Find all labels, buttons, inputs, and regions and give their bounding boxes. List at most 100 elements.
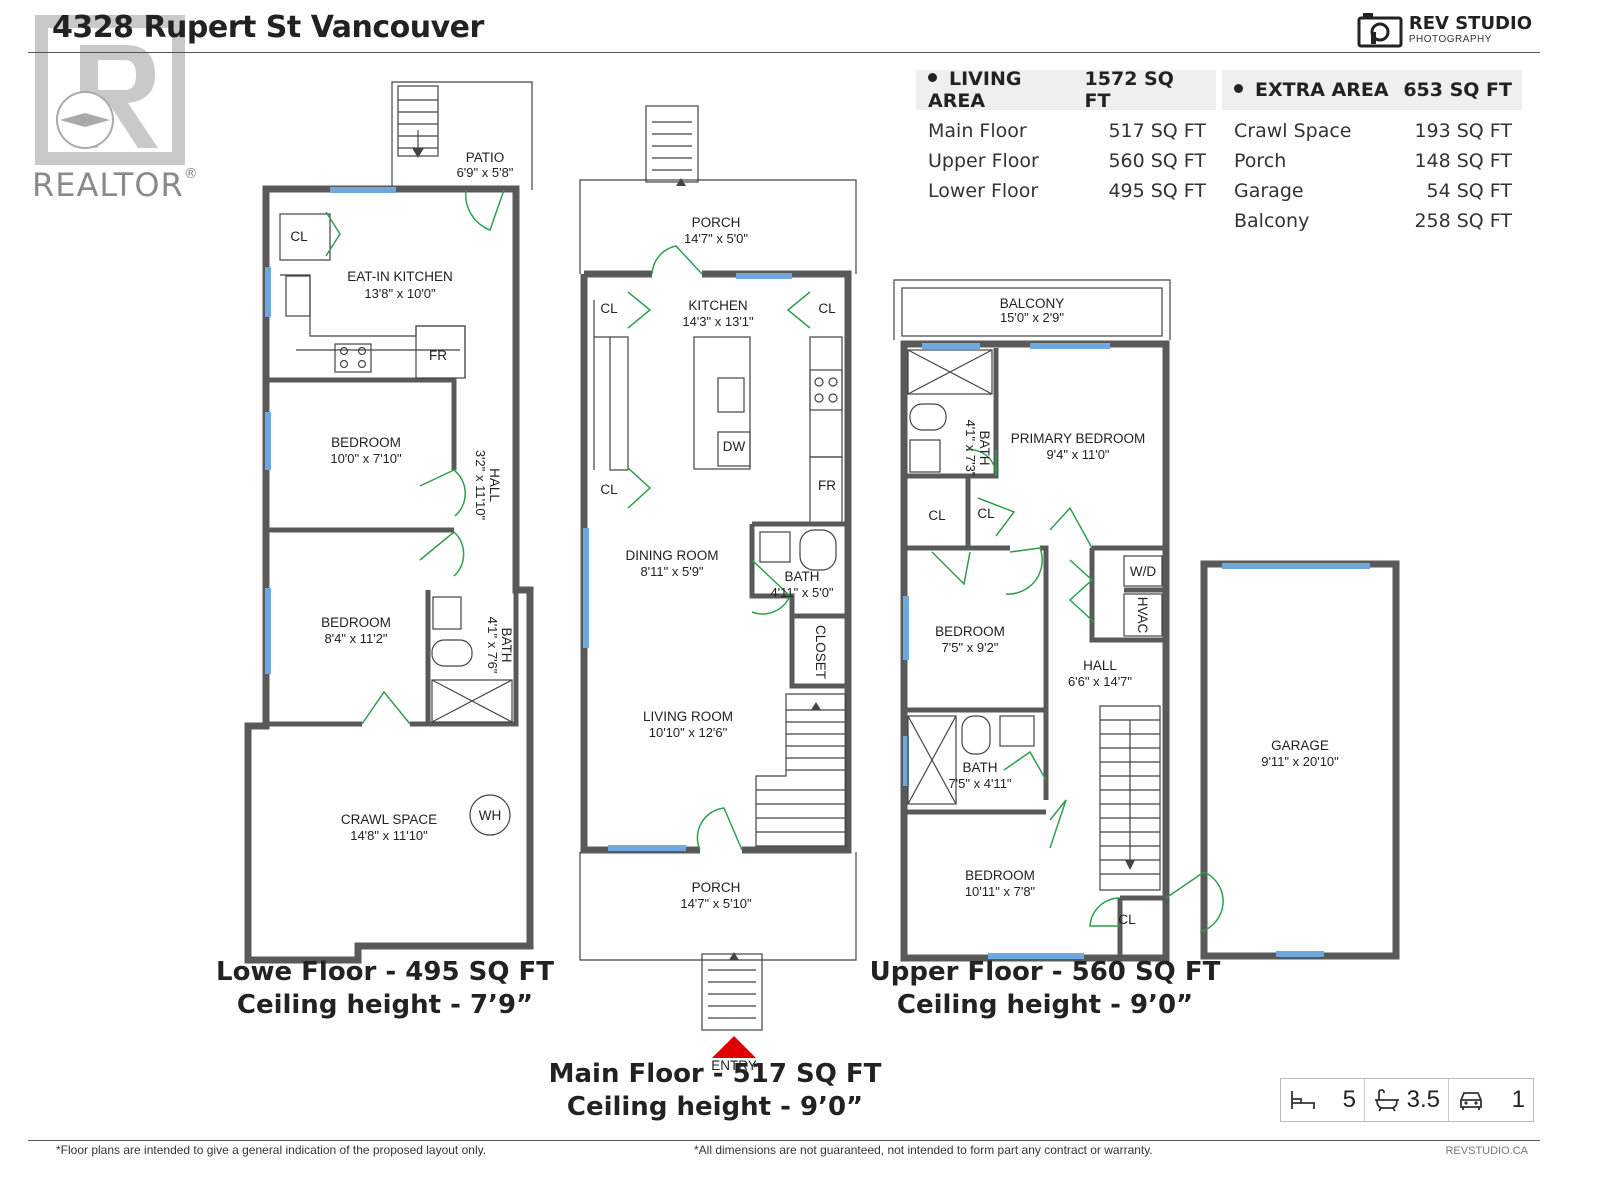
room-dims: 14'7" x 5'0" xyxy=(684,231,748,246)
room-dims: 9'4" x 11'0" xyxy=(1046,447,1109,462)
closet-label: CL xyxy=(600,301,618,316)
room-label: BEDROOM xyxy=(331,435,401,450)
realtor-logo xyxy=(30,10,205,210)
room-dims: 8'11" x 5'9" xyxy=(640,564,703,579)
bathroom-count: 3.5 xyxy=(1365,1079,1449,1121)
closet-label: CL xyxy=(818,301,836,316)
living-area-header: LIVING AREA 1572 SQ FT xyxy=(916,68,1216,112)
disclaimer-layout: *Floor plans are intended to give a gene… xyxy=(56,1143,487,1157)
footer-url: REVSTUDIO.CA xyxy=(1445,1145,1528,1157)
room-dims: 7'5" x 9'2" xyxy=(942,640,999,655)
room-dims: 6'9" x 5'8" xyxy=(457,165,514,180)
room-dims: 4'1" x 7'6" xyxy=(485,617,500,674)
living-area-total: 1572 SQ FT xyxy=(1084,68,1174,112)
upper-floor-plan: BALCONY 15'0" x 2'9" BATH 4'1" x 7'3" PR… xyxy=(893,279,1400,962)
room-label: BATH xyxy=(784,569,819,584)
room-dims: 4'11" x 5'0" xyxy=(770,585,833,600)
room-dims: 14'7" x 5'10" xyxy=(680,896,752,911)
room-label: HALL xyxy=(487,468,502,502)
room-label: PORCH xyxy=(692,880,741,895)
room-label: BATH xyxy=(499,627,514,662)
bed-icon xyxy=(1291,1091,1315,1109)
room-dims: 10'0" x 7'10" xyxy=(330,451,402,466)
registered-mark: ® xyxy=(183,166,199,182)
room-dims: 4'1" x 7'3" xyxy=(963,420,978,477)
room-dims: 6'6" x 14'7" xyxy=(1068,674,1132,689)
camera-icon xyxy=(1357,13,1403,48)
room-dims: 10'10" x 12'6" xyxy=(649,725,728,740)
room-label: BATH xyxy=(977,430,992,465)
upper-floor-caption: Upper Floor - 560 SQ FT Ceiling height -… xyxy=(869,957,1221,1020)
brand-logo: REV STUDIO PHOTOGRAPHY xyxy=(1357,10,1532,50)
room-label: LIVING ROOM xyxy=(643,709,733,724)
entry-arrow-icon xyxy=(712,1036,756,1058)
bathtub-icon xyxy=(1375,1089,1399,1112)
closet-label: CL xyxy=(1118,912,1136,927)
disclaimer-dimensions: *All dimensions are not guaranteed, not … xyxy=(694,1143,1153,1157)
room-label: BEDROOM xyxy=(321,615,391,630)
parking-count: 1 xyxy=(1449,1079,1533,1121)
room-label: HALL xyxy=(1083,658,1117,673)
property-summary: 5 3.5 1 xyxy=(1280,1078,1534,1122)
room-label: PORCH xyxy=(692,215,741,230)
room-dims: 14'3" x 13'1" xyxy=(682,314,754,329)
closet-label: CL xyxy=(928,508,946,523)
room-dims: 15'0" x 2'9" xyxy=(1000,310,1064,325)
room-label: GARAGE xyxy=(1271,738,1329,753)
lower-floor-caption: Lowe Floor - 495 SQ FT Ceiling height - … xyxy=(216,957,554,1020)
extra-area-header: EXTRA AREA 653 SQ FT xyxy=(1222,70,1522,110)
room-label: KITCHEN xyxy=(688,298,747,313)
room-dims: 7'5" x 4'11" xyxy=(948,776,1011,791)
page-title: 4328 Rupert St Vancouver xyxy=(52,10,484,45)
closet-label: CL xyxy=(977,506,995,521)
room-label: BEDROOM xyxy=(965,868,1035,883)
dishwasher-label: DW xyxy=(723,439,746,454)
water-heater-label: WH xyxy=(479,808,502,823)
brand-subtitle: PHOTOGRAPHY xyxy=(1408,34,1492,45)
bullet-icon xyxy=(928,73,937,82)
room-dims: 3'2" x 11'10" xyxy=(473,450,488,521)
brand-name: REV STUDIO xyxy=(1408,13,1532,34)
room-label: EAT-IN KITCHEN xyxy=(347,269,453,284)
room-dims: 9'11" x 20'10" xyxy=(1261,754,1339,769)
closet-label: CLOSET xyxy=(813,625,828,679)
room-dims: 13'8" x 10'0" xyxy=(364,286,436,301)
fridge-label: FR xyxy=(429,348,447,363)
room-label: BALCONY xyxy=(1000,296,1065,311)
bedroom-count: 5 xyxy=(1281,1079,1365,1121)
room-label: CL xyxy=(290,229,308,244)
entry-label: ENTRY xyxy=(711,1058,757,1073)
room-label: BATH xyxy=(962,760,997,775)
bullet-icon xyxy=(1234,84,1243,93)
closet-label: CL xyxy=(600,482,618,497)
room-label: PRIMARY BEDROOM xyxy=(1011,431,1146,446)
header-divider xyxy=(28,52,1540,53)
main-floor-caption: Main Floor - 517 SQ FT Ceiling height - … xyxy=(548,1059,882,1122)
room-dims: 14'8" x 11'10" xyxy=(350,828,428,843)
washer-dryer-label: W/D xyxy=(1130,564,1156,579)
lower-floor-plan: PATIO 6'9" x 5'8" CL EAT-IN KITCHEN 13'8… xyxy=(244,81,534,964)
room-label: CRAWL SPACE xyxy=(341,812,437,827)
room-dims: 8'4" x 11'2" xyxy=(324,631,387,646)
room-label: DINING ROOM xyxy=(626,548,719,563)
room-label: PATIO xyxy=(466,150,505,165)
main-floor-plan: ENTRY PORCH 14'7" x 5'0" KITCHEN 14'3" x… xyxy=(579,105,857,1073)
car-icon xyxy=(1460,1092,1482,1110)
hvac-label: HVAC xyxy=(1135,597,1150,634)
room-dims: 10'11" x 7'8" xyxy=(965,884,1036,899)
realtor-wordmark: REALTOR® xyxy=(32,166,199,204)
fridge-label: FR xyxy=(818,478,836,493)
extra-area-total: 653 SQ FT xyxy=(1403,79,1512,101)
room-label: BEDROOM xyxy=(935,624,1005,639)
footer-divider xyxy=(28,1140,1540,1141)
